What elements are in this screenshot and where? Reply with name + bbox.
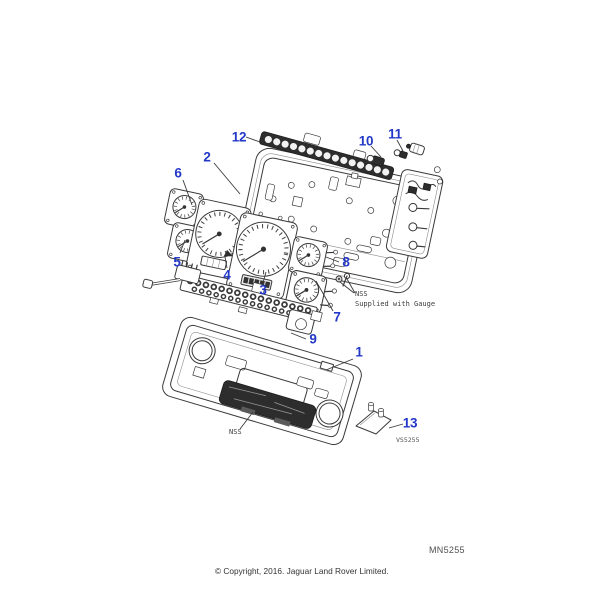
nss-supplied-line1: NSS xyxy=(355,290,368,298)
leader-line-5 xyxy=(179,239,186,254)
callout-9: 9 xyxy=(309,331,317,347)
callout-4: 4 xyxy=(223,267,231,283)
bulb-strip xyxy=(259,131,395,180)
leader-line-7 xyxy=(315,280,334,312)
bulb-holder-10 xyxy=(366,154,385,167)
leader-line-8 xyxy=(325,256,340,263)
bulb-11 xyxy=(393,149,408,159)
bezel-trim-strip xyxy=(218,380,317,429)
gauge-fixing-screws xyxy=(335,272,351,287)
leader-line-4 xyxy=(224,256,228,269)
callout-6: 6 xyxy=(174,165,182,181)
nss-bezel-note: NSS xyxy=(229,428,242,436)
callout-13: 13 xyxy=(402,415,418,431)
callout-5: 5 xyxy=(173,254,181,270)
leader-line-1 xyxy=(325,358,354,371)
leader-line-10 xyxy=(370,145,382,158)
leader-line-6 xyxy=(182,179,193,206)
leader-line-12 xyxy=(245,136,261,143)
gauge-8 xyxy=(286,234,338,280)
leader-line-13 xyxy=(388,423,404,429)
bulb-holder-11b xyxy=(406,142,425,156)
nss-supplied-note: NSS Supplied with Gauge xyxy=(355,290,435,309)
connector-panel xyxy=(385,166,444,259)
clip-13 xyxy=(355,402,392,435)
leader-line-11 xyxy=(396,139,404,152)
speedometer xyxy=(226,211,298,300)
callout-2: 2 xyxy=(203,149,211,165)
callout-10: 10 xyxy=(358,133,374,149)
callout-7: 7 xyxy=(333,309,341,325)
copyright-line: © Copyright, 2016. Jaguar Land Rover Lim… xyxy=(215,566,389,576)
callout-11: 11 xyxy=(388,126,402,142)
leader-line-2 xyxy=(213,162,241,195)
callout-3: 3 xyxy=(259,282,267,298)
figure-code: MN5255 xyxy=(429,545,465,555)
bezel-panel xyxy=(162,316,362,446)
note-leader-lines xyxy=(239,278,356,430)
nss-supplied-line2: Supplied with Gauge xyxy=(355,299,436,308)
circuit-board xyxy=(142,261,323,335)
callout-1: 1 xyxy=(355,344,363,360)
gauge-7 xyxy=(282,267,337,317)
leader-line-9 xyxy=(290,332,307,340)
callout-leader-lines xyxy=(179,136,404,429)
callout-12: 12 xyxy=(231,129,247,145)
leader-line-3 xyxy=(262,271,267,284)
variant-code: VS5255 xyxy=(396,436,420,444)
callout-8: 8 xyxy=(342,254,350,270)
